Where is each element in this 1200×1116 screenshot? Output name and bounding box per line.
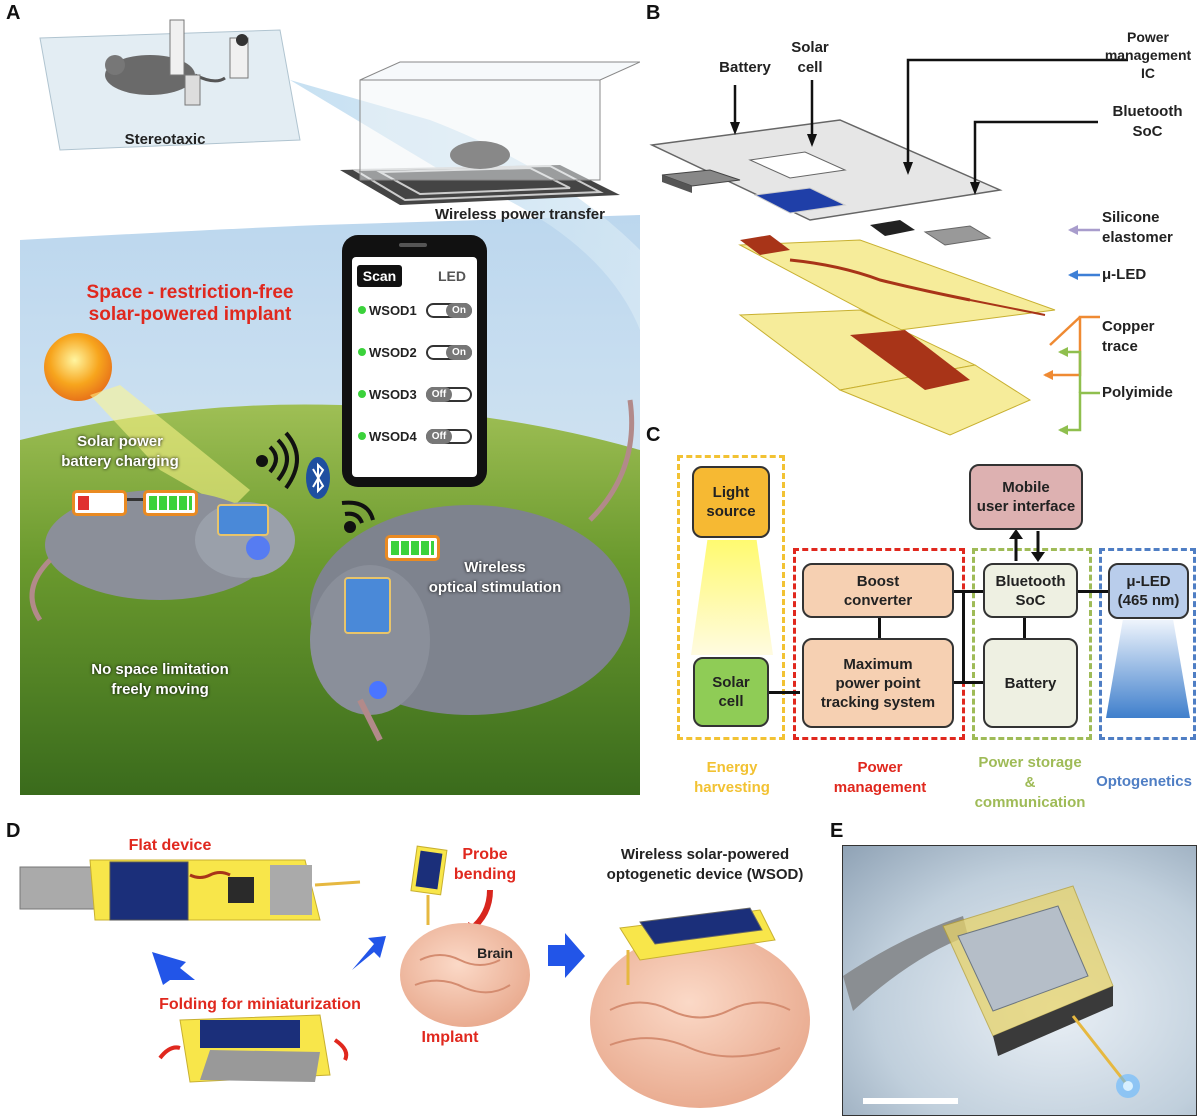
battery-icon-full — [143, 490, 198, 516]
led-tab[interactable]: LED — [438, 268, 466, 284]
phone-screen: Scan LED WSOD1 On WSOD2 On WSOD3 Off WSO… — [352, 257, 477, 477]
brain-label: Brain — [477, 945, 513, 961]
toggle-state: Off — [426, 428, 452, 444]
toggle-wsod1[interactable]: On — [426, 302, 472, 318]
battery-icon-low — [72, 490, 127, 516]
arrow-icon — [127, 498, 143, 501]
device-row-wsod3: WSOD3 Off — [358, 383, 474, 405]
panel-label-e: E — [830, 820, 844, 842]
smartphone: Scan LED WSOD1 On WSOD2 On WSOD3 Off WSO… — [342, 235, 487, 487]
device-row-wsod4: WSOD4 Off — [358, 425, 474, 447]
wireless-power-label: Wireless power transfer — [435, 206, 605, 223]
connector — [1077, 590, 1109, 593]
battery-icon-full-2 — [385, 535, 440, 561]
connector — [962, 590, 965, 683]
panel-a-illustration — [0, 0, 640, 800]
panel-label-a: A — [6, 2, 21, 24]
energy-harvesting-group — [677, 455, 785, 740]
panel-b-exploded-view — [640, 0, 1200, 440]
device-name: WSOD1 — [369, 302, 417, 318]
device-photograph — [842, 845, 1197, 1116]
device-row-wsod1: WSOD1 On — [358, 299, 474, 321]
connector — [1023, 617, 1026, 639]
power-storage-group — [972, 548, 1092, 740]
connector — [953, 590, 983, 593]
sun-icon — [44, 333, 112, 401]
device-name: WSOD3 — [369, 386, 417, 402]
connector — [768, 691, 800, 694]
wifi-icon — [341, 500, 375, 533]
status-dot — [358, 432, 366, 440]
sound-wave-icon — [256, 431, 299, 490]
status-dot — [358, 306, 366, 314]
toggle-state: Off — [426, 386, 452, 402]
device-name: WSOD2 — [369, 344, 417, 360]
power-storage-label: Power storage&communication — [974, 754, 1086, 811]
panel-label-b: B — [646, 2, 661, 24]
battery-label: Battery — [719, 59, 771, 76]
optogenetics-group — [1099, 548, 1196, 740]
light-beam — [691, 540, 773, 655]
uled-label: μ-LED — [1102, 266, 1147, 283]
scale-bar — [863, 1098, 958, 1104]
bluetooth-icon — [306, 457, 330, 499]
panel-label-c: C — [646, 424, 661, 446]
toggle-wsod2[interactable]: On — [426, 344, 472, 360]
bidirectional-arrows — [1009, 529, 1045, 562]
toggle-state: On — [446, 302, 472, 318]
folding-label: Folding for miniaturization — [159, 996, 361, 1013]
battery-box: Battery — [983, 638, 1078, 728]
implant-label: Implant — [421, 1029, 479, 1046]
device-name: WSOD4 — [369, 428, 417, 444]
toggle-state: On — [446, 344, 472, 360]
phone-speaker — [399, 243, 427, 247]
panel-label-d: D — [6, 820, 21, 842]
status-dot — [358, 390, 366, 398]
flat-device-label: Flat device — [128, 837, 212, 854]
toggle-wsod4[interactable]: Off — [426, 428, 472, 444]
optogenetics-label: Optogenetics — [1096, 773, 1192, 790]
stereotaxic-label: Stereotaxic — [124, 131, 206, 148]
toggle-wsod3[interactable]: Off — [426, 386, 472, 402]
scan-button[interactable]: Scan — [357, 265, 402, 287]
polyimide-label: Polyimide — [1102, 384, 1173, 401]
status-dot — [358, 348, 366, 356]
connector — [878, 617, 881, 639]
device-row-wsod2: WSOD2 On — [358, 341, 474, 363]
uled-box: μ-LED(465 nm) — [1108, 563, 1189, 619]
connector — [953, 681, 983, 684]
panel-d-illustration — [0, 820, 830, 1114]
